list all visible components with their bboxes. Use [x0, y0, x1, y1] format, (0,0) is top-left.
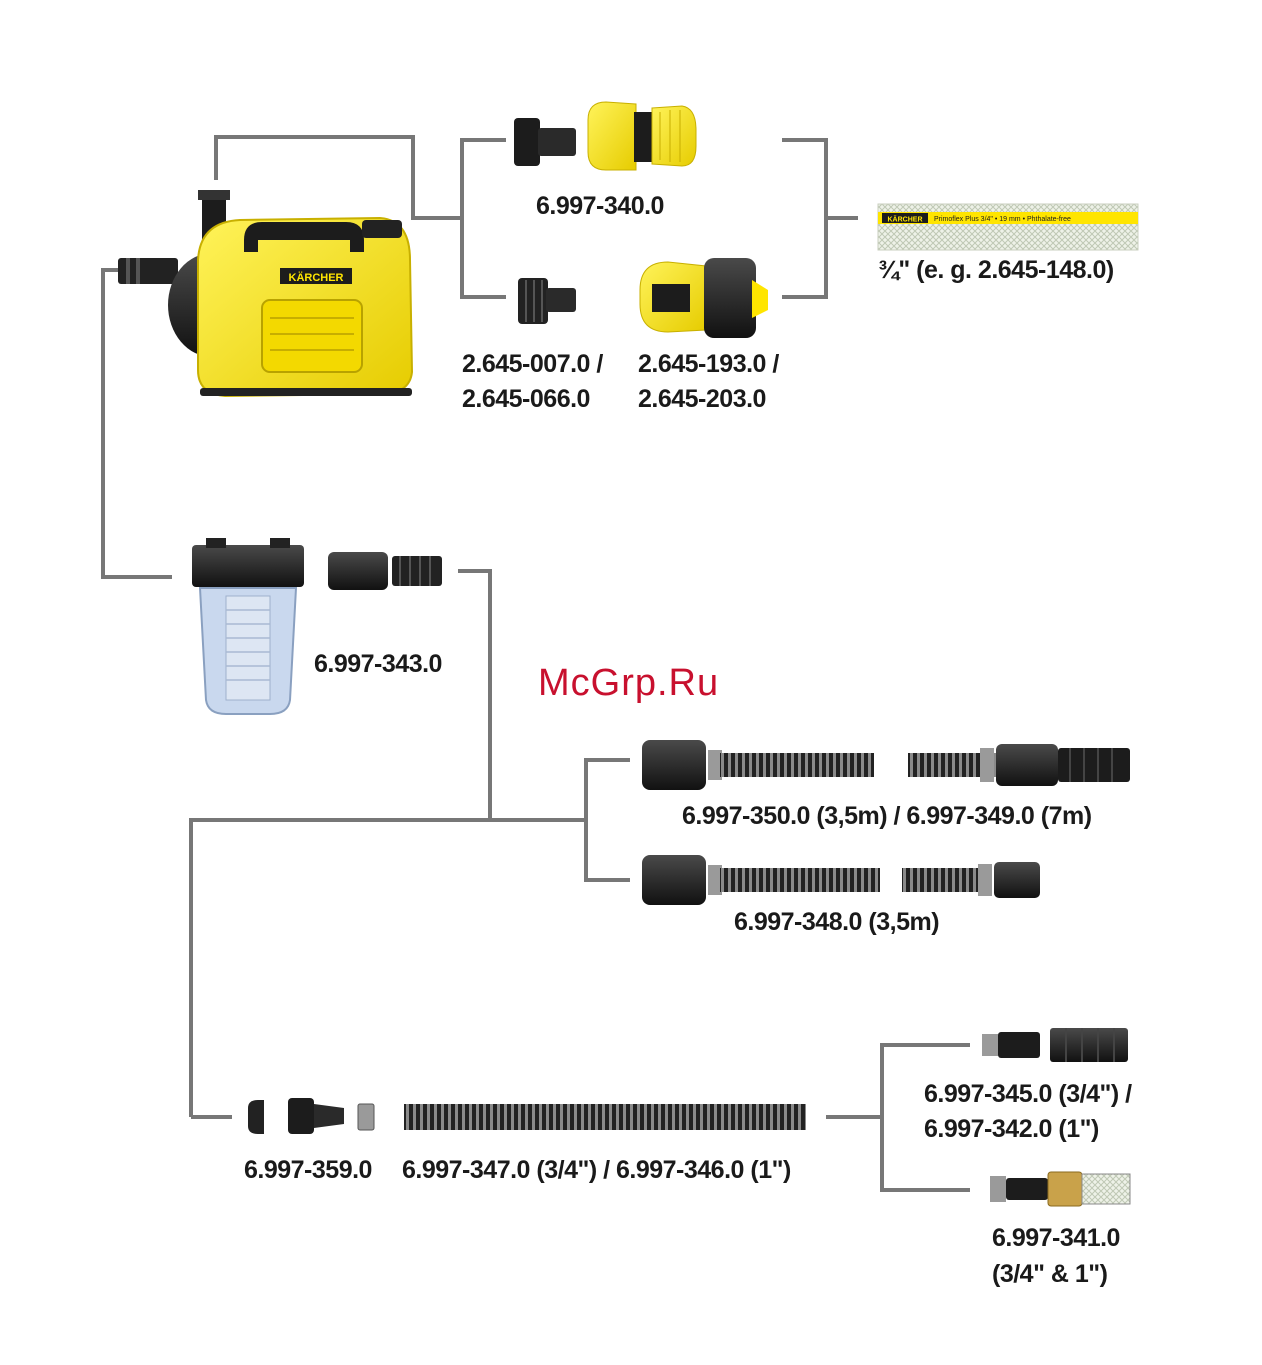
line-hose-bracket [782, 138, 828, 299]
label-suction-filter-1: 6.997-345.0 (3/4") / [924, 1080, 1132, 1108]
line-suction-bracket [584, 758, 630, 882]
line-suction-main [189, 818, 586, 1117]
line-filter-bracket [880, 1043, 970, 1192]
label-connector-set: 6.997-359.0 [244, 1156, 372, 1184]
label-garden-hose: ¾" (e. g. 2.645-148.0) [878, 256, 1114, 284]
label-suction-set-short: 6.997-348.0 (3,5m) [734, 908, 940, 936]
pre-filter-image [192, 538, 304, 715]
label-tap-adapter-1: 2.645-007.0 / [462, 350, 603, 378]
watermark: McGrp.Ru [538, 662, 720, 704]
label-hose-connector-2: 2.645-203.0 [638, 385, 766, 413]
label-suction-valve-2: (3/4" & 1") [992, 1260, 1108, 1288]
label-suction-set-long: 6.997-350.0 (3,5m) / 6.997-349.0 (7m) [682, 802, 1092, 830]
line-pump-to-filter [101, 268, 172, 579]
label-suction-valve-1: 6.997-341.0 [992, 1224, 1120, 1252]
suction-valve-image [990, 1171, 1131, 1207]
label-hose-connector-1: 2.645-193.0 / [638, 350, 779, 378]
hose-connector-image [639, 258, 768, 338]
connection-lines [101, 135, 970, 1192]
line-filter-adapter-down [458, 569, 492, 820]
suction-set-long-image [642, 740, 1130, 790]
filter-adapter-image [328, 552, 442, 590]
hose-print-text: Primoflex Plus 3/4" • 19 mm • Phthalate-… [934, 216, 1071, 223]
garden-pump-image: KÄRCHER [118, 190, 414, 398]
label-tap-adapter-2: 2.645-066.0 [462, 385, 590, 413]
label-suction-hose: 6.997-347.0 (3/4") / 6.997-346.0 (1") [402, 1156, 791, 1184]
garden-hose-image: KÄRCHER Primoflex Plus 3/4" • 19 mm • Ph… [877, 203, 1139, 251]
suction-hose-image [404, 1104, 806, 1130]
connector-set-image [248, 1098, 375, 1134]
label-adapter-top: 6.997-340.0 [536, 192, 664, 220]
line-pump-to-adapters [214, 135, 462, 220]
hose-adapter-image [514, 101, 697, 171]
tap-adapter-image [518, 278, 576, 324]
pump-logo-text: KÄRCHER [289, 271, 344, 284]
suction-set-short-image [642, 855, 1040, 905]
hose-logo-text: KÄRCHER [888, 216, 923, 224]
line-adapter-bracket [460, 138, 506, 299]
label-filter-adapter: 6.997-343.0 [314, 650, 442, 678]
suction-filter-image [982, 1028, 1128, 1062]
label-suction-filter-2: 6.997-342.0 (1") [924, 1115, 1099, 1143]
